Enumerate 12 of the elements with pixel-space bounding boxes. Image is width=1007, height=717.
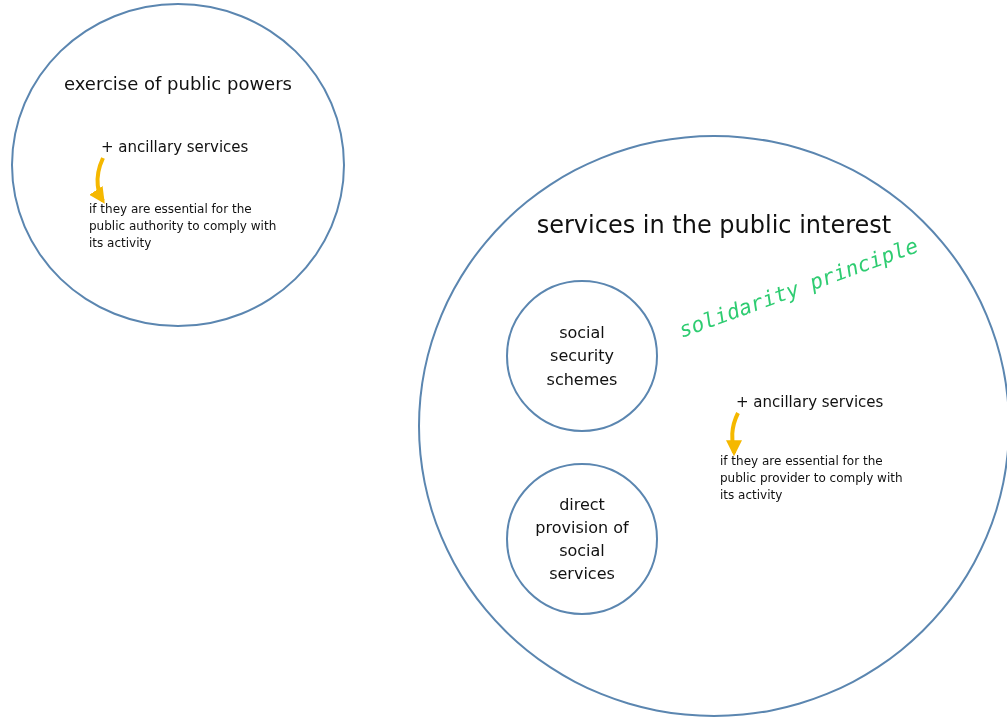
circle-heading: services in the public interest: [535, 211, 893, 239]
curved-arrow: [89, 157, 105, 204]
note-text: if they are essential for the public provider to comply with its activity: [720, 453, 910, 504]
note-text: + ancillary services: [736, 392, 916, 413]
large-circle: [11, 3, 345, 327]
note-text: + ancillary services: [101, 137, 271, 158]
large-circle: [418, 135, 1007, 717]
curved-arrow: [725, 412, 742, 457]
circle-node: direct provision of social services: [506, 463, 658, 615]
circle-heading: exercise of public powers: [63, 73, 293, 94]
circle-node: social security schemes: [506, 280, 658, 432]
note-text: if they are essential for the public authority to comply with its activity: [89, 201, 279, 252]
